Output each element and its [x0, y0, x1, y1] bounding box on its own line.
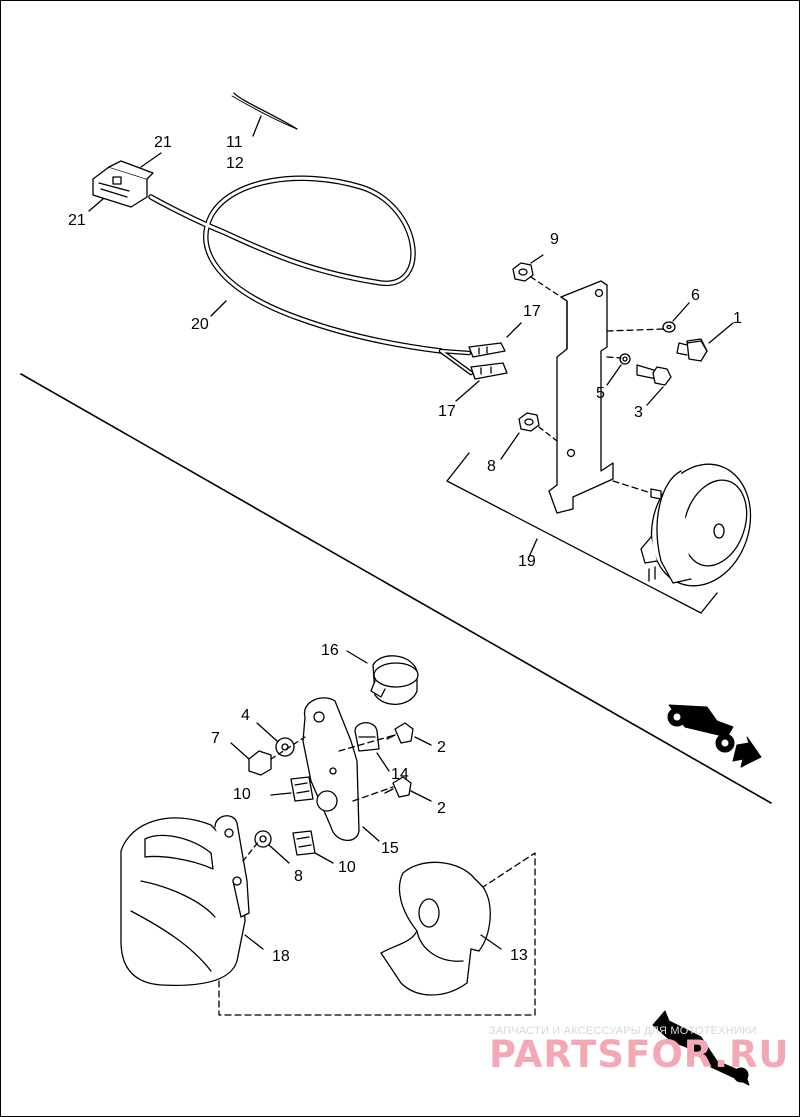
callout-6: 6 [691, 287, 700, 304]
callout-14: 14 [391, 766, 409, 783]
callout-20: 20 [191, 316, 209, 333]
lower-horn-assembly [120, 650, 536, 1016]
connector-17 [468, 342, 508, 380]
upper-horn-assembly [446, 254, 752, 614]
callout-21: 21 [154, 134, 172, 151]
callout-8: 8 [294, 868, 303, 885]
mounting-bracket [548, 280, 614, 514]
callout-10: 10 [233, 786, 251, 803]
motorcycle-icon [667, 704, 735, 753]
callout-7: 7 [211, 730, 220, 747]
callout-3: 3 [634, 404, 643, 421]
horn-upper [640, 463, 752, 587]
nut-8-lower [254, 830, 272, 848]
callout-5: 5 [596, 385, 605, 402]
clip-10b [292, 830, 316, 856]
callout-18: 18 [272, 948, 290, 965]
section-divider [20, 373, 772, 804]
callout-12: 12 [226, 155, 244, 172]
washer-5 [619, 353, 631, 365]
nut-8 [518, 412, 540, 432]
bolt-1 [676, 338, 708, 362]
callout-17: 17 [438, 403, 456, 420]
clip-10a [290, 776, 314, 802]
nut-7 [248, 750, 272, 776]
callout-19: 19 [518, 553, 536, 570]
horn-cover-18 [120, 815, 250, 987]
watermark-brand: PARTSFOR.RU [489, 1033, 790, 1076]
mounting-plate-15 [302, 697, 360, 841]
callout-8: 8 [487, 458, 496, 475]
callout-2: 2 [437, 800, 446, 817]
direction-arrow-icon [732, 736, 762, 768]
horn-lower-13 [380, 861, 491, 996]
wire-harness [88, 92, 522, 402]
callout-15: 15 [381, 840, 399, 857]
bolt-3 [636, 364, 672, 386]
nut-9 [512, 262, 534, 282]
watermark-arrow-icon [652, 1010, 750, 1086]
callout-13: 13 [510, 947, 528, 964]
callout-1: 1 [733, 310, 742, 327]
rubber-mount-16 [370, 655, 419, 705]
connector-21 [92, 160, 154, 208]
callout-11: 11 [226, 134, 243, 151]
washer-6 [662, 321, 676, 333]
callout-10: 10 [338, 859, 356, 876]
callout-21: 21 [68, 212, 86, 229]
callout-4: 4 [241, 707, 250, 724]
callout-2: 2 [437, 739, 446, 756]
cable-tie [233, 92, 298, 130]
washer-4 [275, 737, 295, 757]
callout-16: 16 [321, 642, 339, 659]
clamp-14 [354, 722, 380, 752]
screw-2a [386, 722, 414, 744]
callout-17: 17 [523, 303, 541, 320]
screw-2b [384, 776, 412, 798]
callout-9: 9 [550, 231, 559, 248]
watermark-tagline: ЗАПЧАСТИ И АКСЕССУАРЫ ДЛЯ МОТОТЕХНИКИ [489, 1025, 757, 1037]
